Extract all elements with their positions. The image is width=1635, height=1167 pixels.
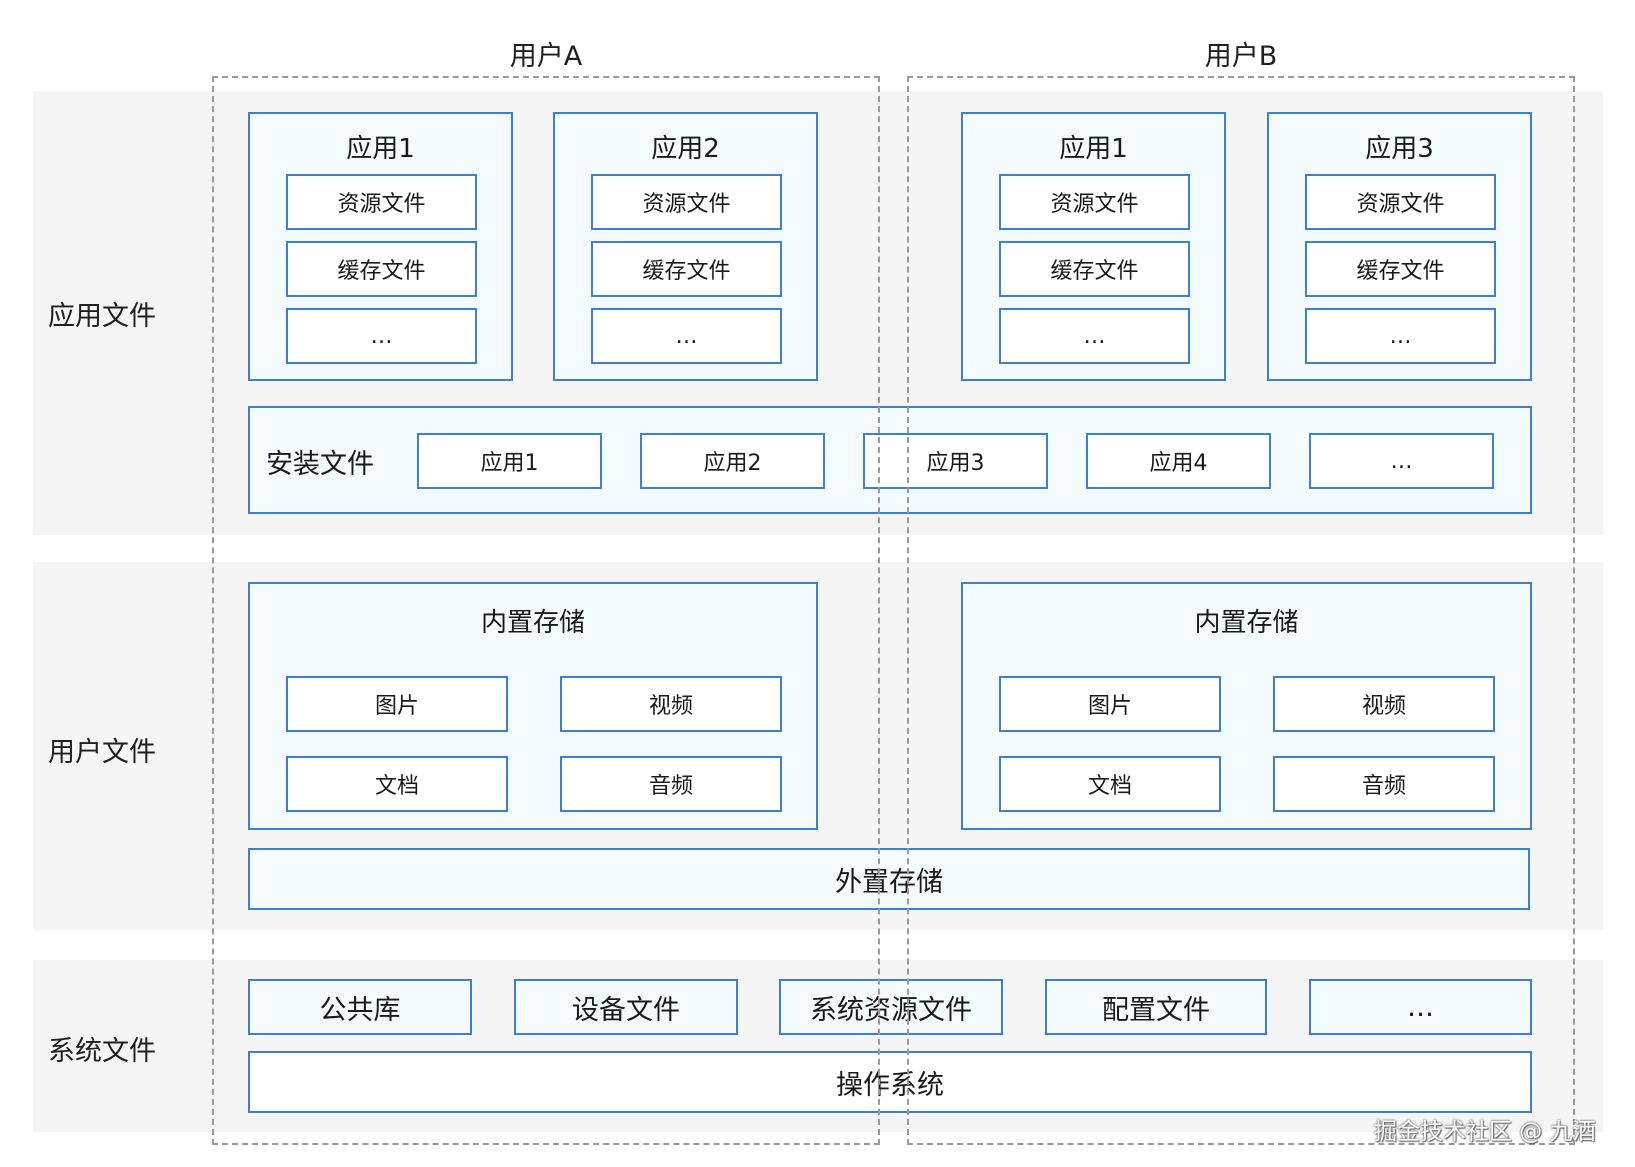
install-app-box: 应用3 (863, 433, 1048, 489)
internal-storage-title: 内置存储 (480, 608, 585, 638)
more-box: … (286, 308, 477, 364)
pictures-box: 图片 (999, 676, 1221, 732)
resource-files-box: 资源文件 (591, 174, 782, 230)
install-more-box: … (1309, 433, 1494, 489)
app-group-b3: 应用3 资源文件 缓存文件 … (1267, 112, 1532, 381)
cache-files-box: 缓存文件 (1305, 241, 1496, 297)
user-a-boundary (212, 76, 880, 1145)
resource-files-box: 资源文件 (286, 174, 477, 230)
internal-storage-b: 内置存储 图片 视频 文档 音频 (961, 582, 1532, 830)
external-storage-box: 外置存储 (248, 848, 1530, 910)
install-app-box: 应用4 (1086, 433, 1271, 489)
config-files-box: 配置文件 (1045, 979, 1267, 1035)
install-app-box: 应用1 (417, 433, 602, 489)
operating-system-box: 操作系统 (248, 1051, 1532, 1113)
more-box: … (591, 308, 782, 364)
cache-files-box: 缓存文件 (286, 241, 477, 297)
resource-files-box: 资源文件 (999, 174, 1190, 230)
row-label-system-files: 系统文件 (48, 1036, 156, 1067)
app-group-b1: 应用1 资源文件 缓存文件 … (961, 112, 1226, 381)
internal-storage-title: 内置存储 (1194, 608, 1299, 638)
internal-storage-a: 内置存储 图片 视频 文档 音频 (248, 582, 818, 830)
videos-box: 视频 (560, 676, 782, 732)
pictures-box: 图片 (286, 676, 508, 732)
more-box: … (1305, 308, 1496, 364)
install-files-panel: 安装文件 应用1 应用2 应用3 应用4 … (248, 406, 1532, 514)
user-b-label: 用户B (1204, 41, 1278, 72)
app-group-title: 应用1 (346, 134, 415, 164)
watermark: 掘金技术社区 @ 九酒 (1374, 1119, 1596, 1145)
audio-box: 音频 (1273, 756, 1495, 812)
install-app-box: 应用2 (640, 433, 825, 489)
app-group-a1: 应用1 资源文件 缓存文件 … (248, 112, 513, 381)
app-group-title: 应用3 (1365, 134, 1434, 164)
system-resource-files-box: 系统资源文件 (779, 979, 1003, 1035)
resource-files-box: 资源文件 (1305, 174, 1496, 230)
documents-box: 文档 (286, 756, 508, 812)
row-label-user-files: 用户文件 (48, 737, 156, 768)
app-group-title: 应用2 (651, 134, 720, 164)
user-b-boundary (907, 76, 1575, 1145)
audio-box: 音频 (560, 756, 782, 812)
app-group-a2: 应用2 资源文件 缓存文件 … (553, 112, 818, 381)
videos-box: 视频 (1273, 676, 1495, 732)
cache-files-box: 缓存文件 (591, 241, 782, 297)
more-box: … (999, 308, 1190, 364)
row-label-app-files: 应用文件 (48, 301, 156, 332)
device-files-box: 设备文件 (514, 979, 738, 1035)
public-library-box: 公共库 (248, 979, 472, 1035)
cache-files-box: 缓存文件 (999, 241, 1190, 297)
app-group-title: 应用1 (1059, 134, 1128, 164)
documents-box: 文档 (999, 756, 1221, 812)
install-files-label: 安装文件 (266, 449, 374, 480)
user-a-label: 用户A (509, 41, 583, 72)
system-more-box: … (1309, 979, 1532, 1035)
